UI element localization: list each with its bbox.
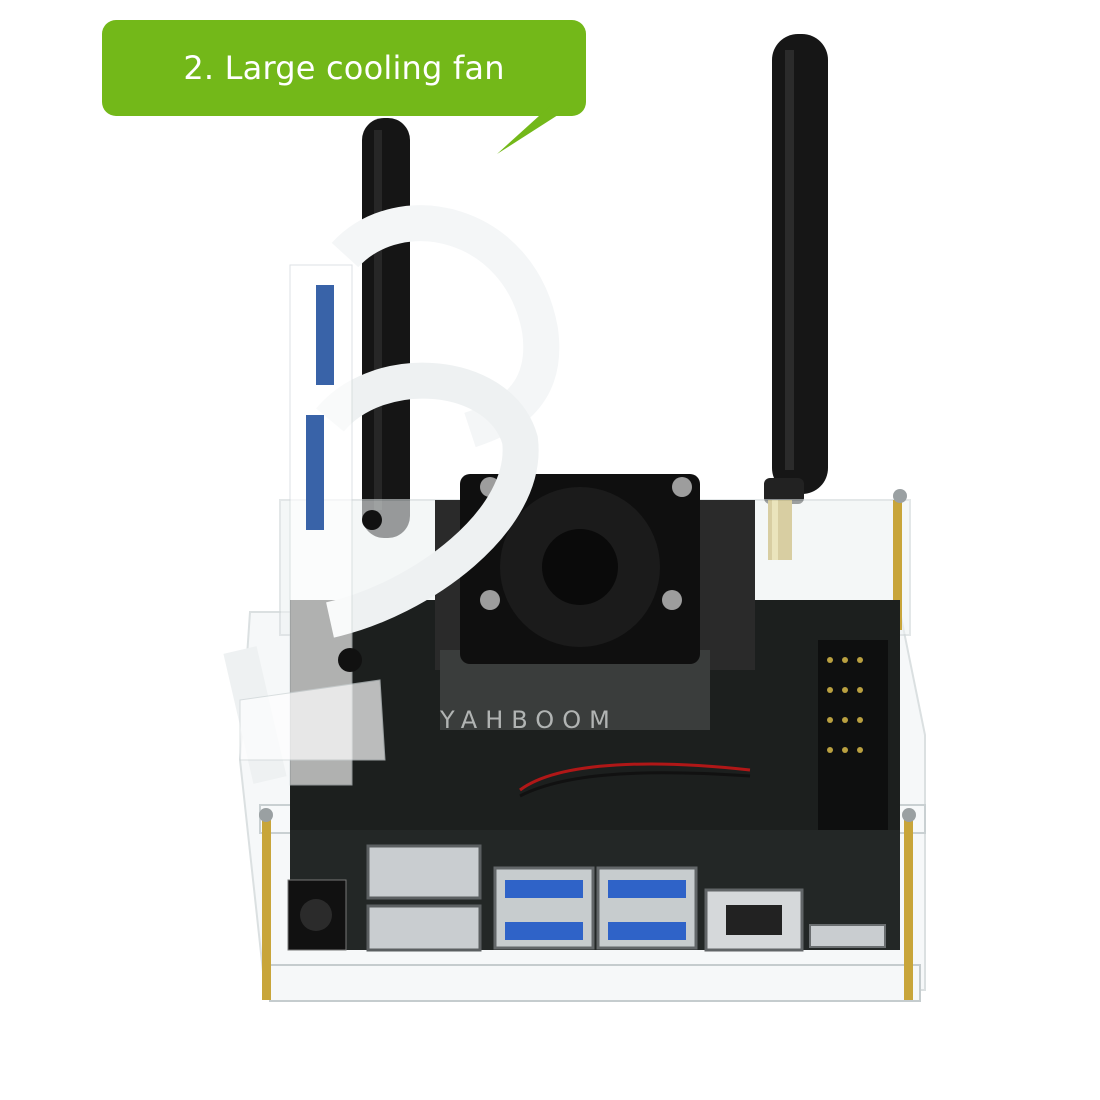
front-ports [287,844,886,952]
feature-callout: 2. Large cooling fan [102,20,586,154]
board-logo: YAHBOOM [439,706,618,734]
left-antenna [362,118,410,538]
callout-label: 2. Large cooling fan [183,49,505,87]
callout-tail-shape [497,106,572,154]
cooling-fan [460,474,700,664]
camera-ribbon-cable [223,205,560,786]
right-antenna [764,34,828,560]
